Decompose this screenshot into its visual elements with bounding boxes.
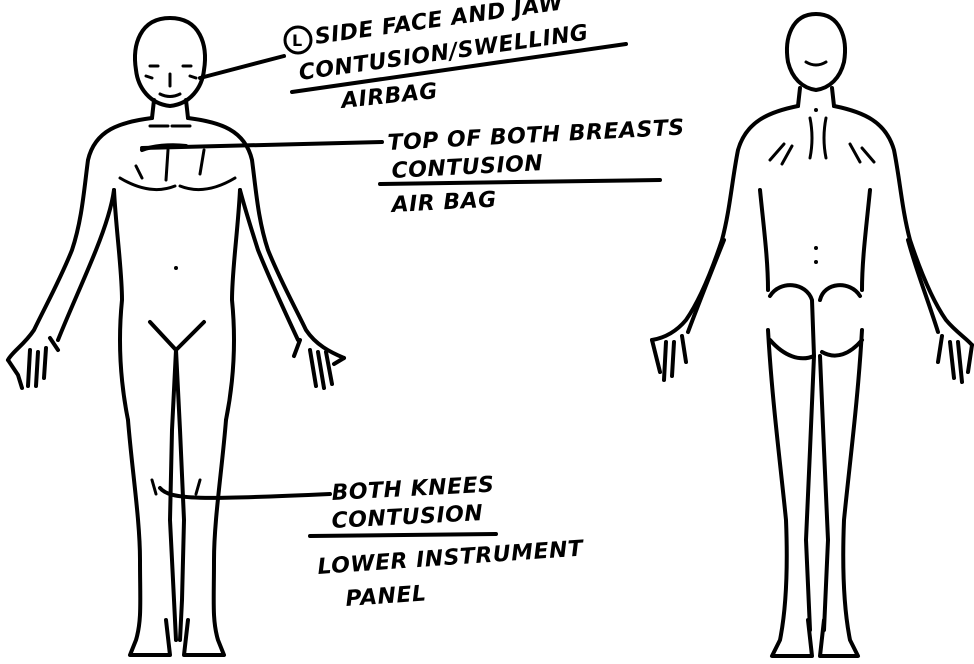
annotation-breasts: TOP OF BOTH BREASTS CONTUSION AIR BAG [387, 115, 685, 218]
knees-underline [310, 534, 496, 536]
marker-letter: L [292, 31, 302, 50]
knees-note-line-4: PANEL [345, 581, 428, 612]
front-body-figure [8, 18, 344, 655]
knees-leader-line [160, 488, 330, 498]
knees-note-line-2: CONTUSION [331, 501, 484, 534]
back-body-figure [652, 14, 972, 656]
annotation-knees: BOTH KNEES CONTUSION LOWER INSTRUMENT PA… [317, 472, 586, 611]
leader-lines [142, 44, 660, 536]
face-leader-line [200, 56, 284, 78]
breasts-note-line-1: TOP OF BOTH BREASTS [387, 115, 685, 156]
breasts-note-line-2: CONTUSION [391, 151, 544, 184]
knees-note-line-3: LOWER INSTRUMENT [317, 536, 586, 580]
breasts-note-line-3: AIR BAG [389, 188, 497, 219]
